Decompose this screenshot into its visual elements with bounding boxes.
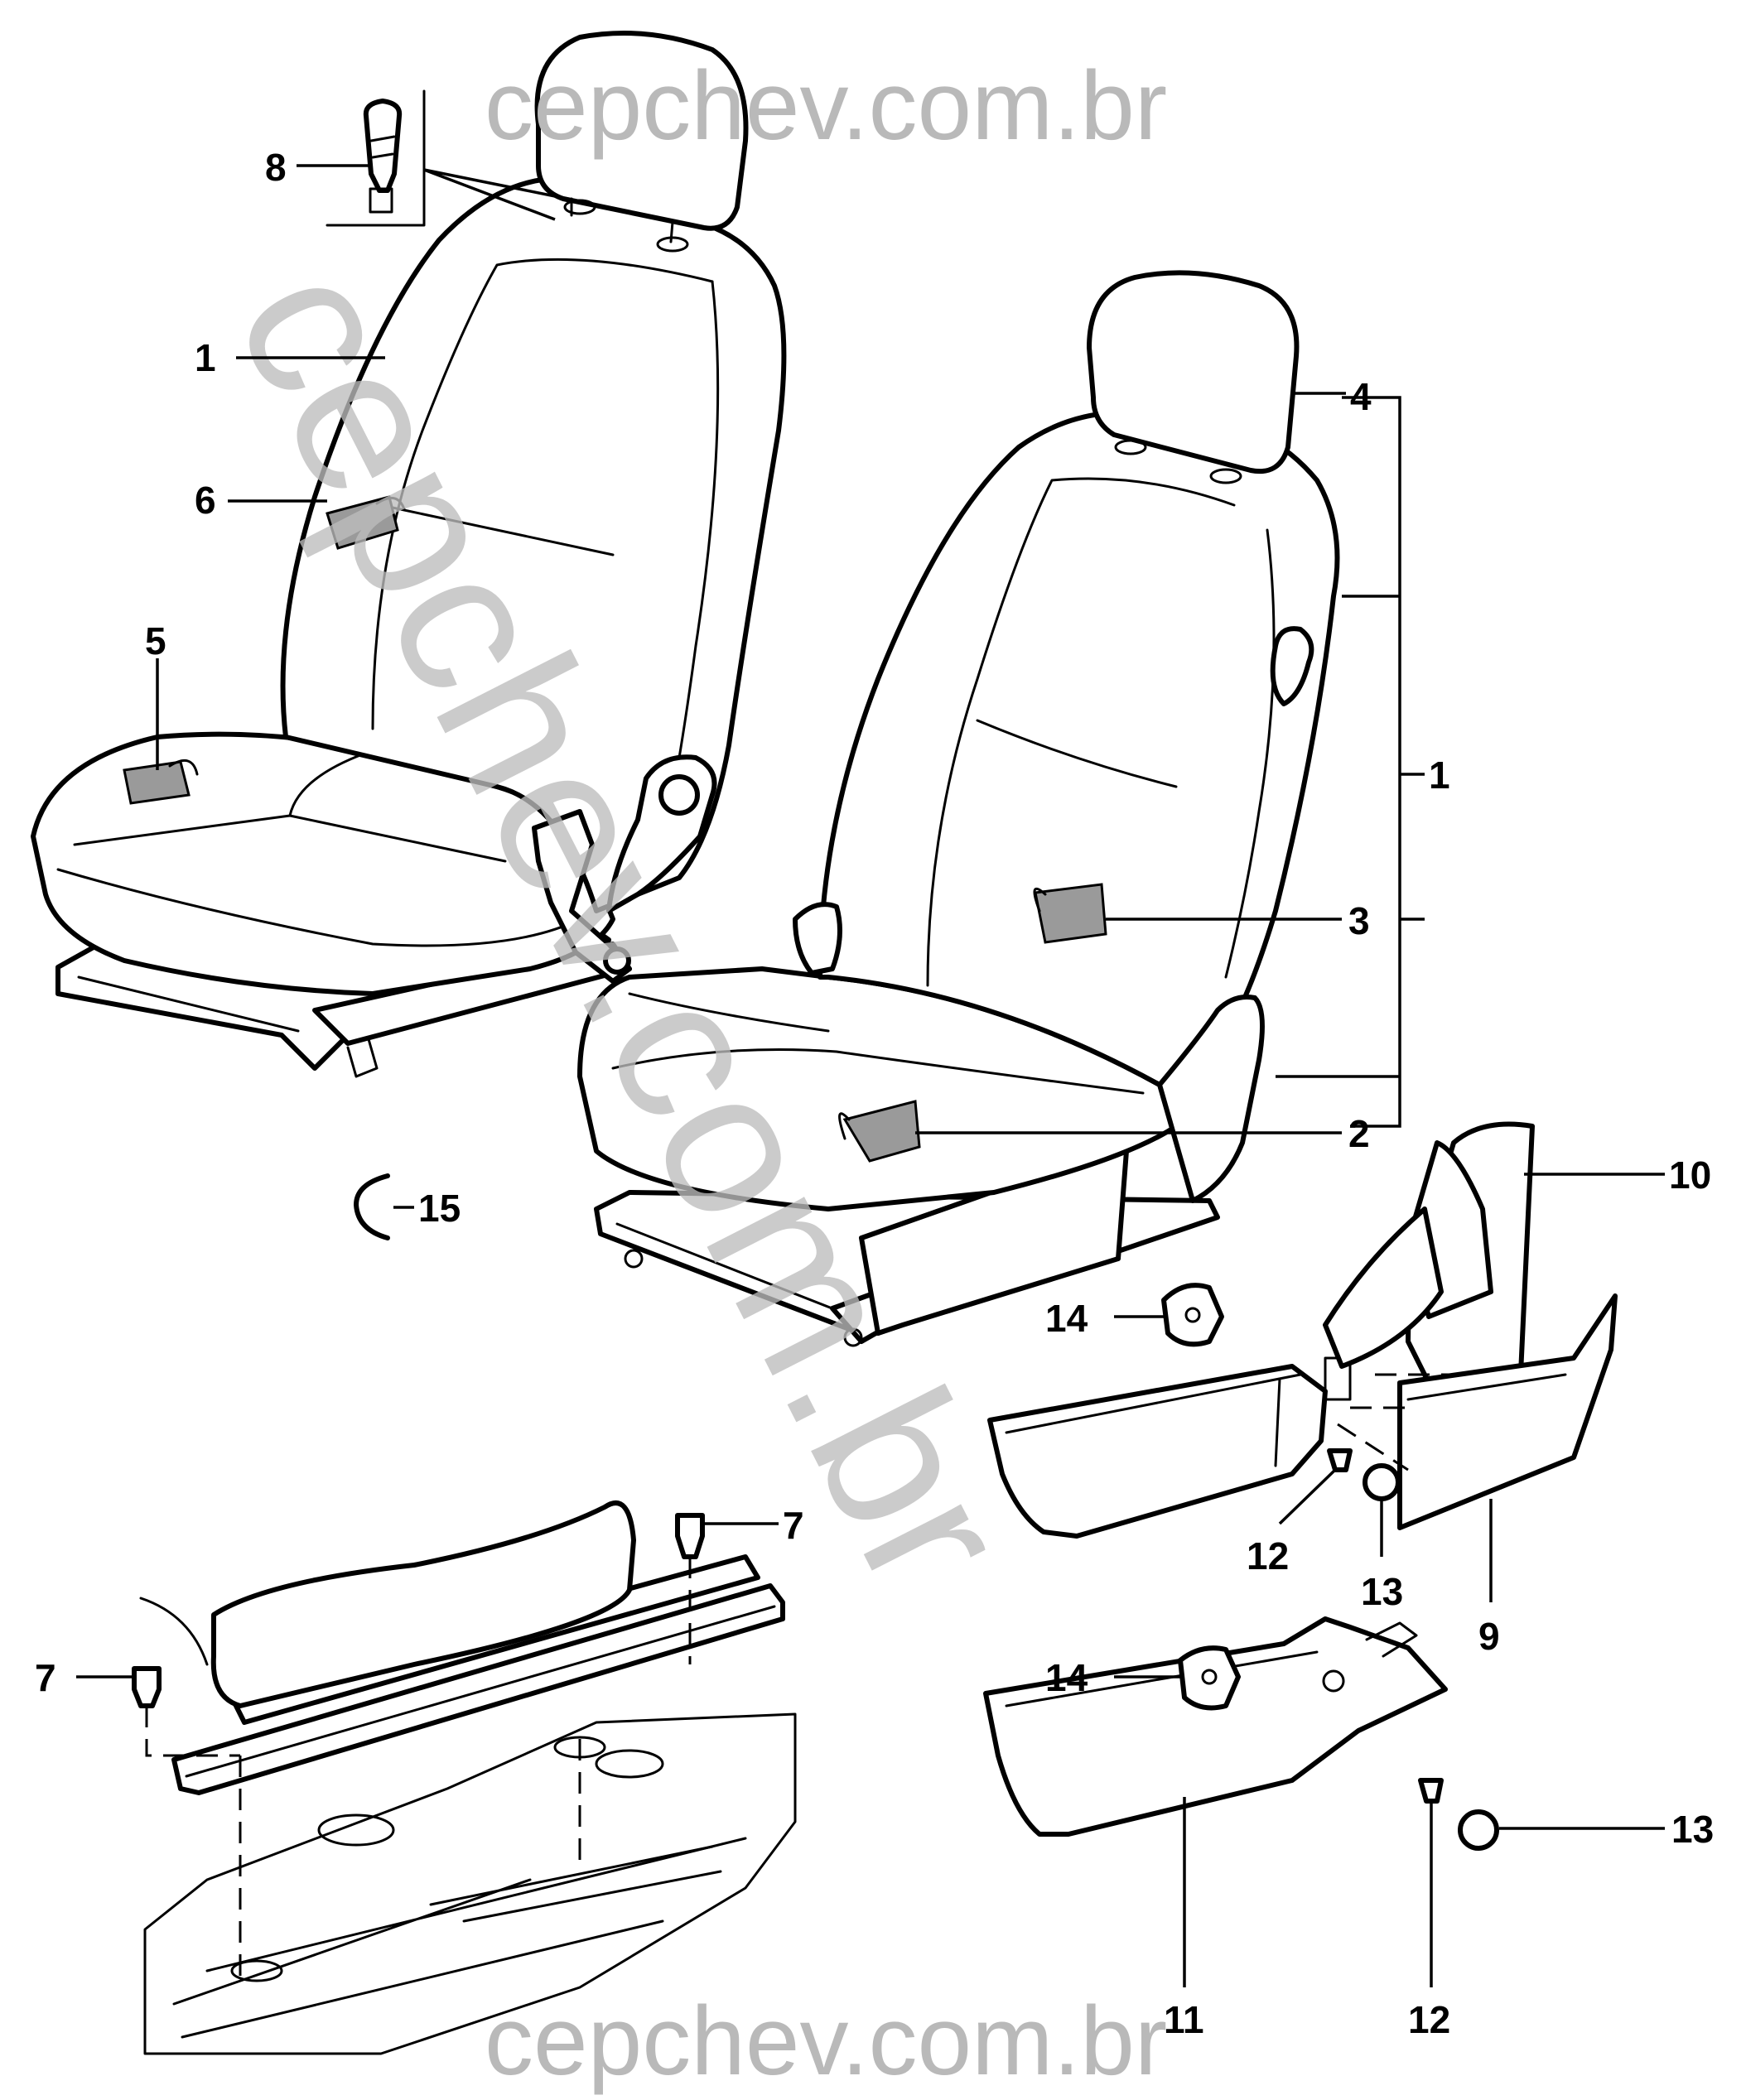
- knob-13-lower: [1458, 1809, 1499, 1851]
- inset-bolt-left: [132, 1666, 162, 1708]
- left-seat-belt-buckle: [532, 809, 632, 984]
- right-seat-assembly: [577, 270, 1340, 1347]
- callout-10: 10: [1669, 1154, 1711, 1197]
- callout-15: 15: [418, 1187, 461, 1230]
- trim-part-9: [1397, 1293, 1618, 1530]
- callout-14-upper: 14: [1045, 1297, 1088, 1340]
- callout-8: 8: [265, 146, 287, 189]
- watermark-top: cepchev.com.br: [485, 51, 1167, 161]
- inset-rail: [171, 1583, 785, 1795]
- callout-7-top: 7: [783, 1504, 804, 1547]
- callout-14-lower: 14: [1045, 1656, 1088, 1699]
- callout-3: 3: [1348, 899, 1370, 942]
- right-seat-bolster: [1157, 995, 1265, 1203]
- right-seat-label-3: [1034, 883, 1107, 944]
- floor-mounting-inset: [132, 1500, 797, 2055]
- screw-12-upper: [1327, 1448, 1353, 1472]
- right-seat-label-2: [842, 1100, 921, 1163]
- lower-trim-exploded: [983, 1616, 1499, 1851]
- callout-1-right: 1: [1429, 754, 1450, 797]
- knob-13-upper: [1363, 1463, 1401, 1501]
- pin-part-8: [363, 99, 403, 214]
- callout-11: 11: [1164, 1998, 1204, 2041]
- pin-detail-box: [326, 89, 426, 227]
- left-seat-label-6: [326, 495, 399, 550]
- callout-5: 5: [145, 619, 166, 662]
- callout-7-left: 7: [35, 1656, 56, 1699]
- callout-2: 2: [1348, 1112, 1370, 1155]
- leader-12-upper: [1278, 1468, 1337, 1525]
- left-seat-backrest: [280, 176, 787, 913]
- left-seat-label-5: [123, 760, 191, 805]
- upper-trim-exploded: [987, 1121, 1618, 1539]
- left-seat-assembly: [31, 31, 787, 1078]
- right-seat-backrest: [818, 410, 1340, 1087]
- right-seat-hook: [1270, 626, 1314, 706]
- callout-13-lower: 13: [1671, 1808, 1714, 1851]
- right-seat-belt-buckle: [793, 902, 842, 975]
- callout-13-upper: 13: [1361, 1570, 1403, 1613]
- callout-12-upper: 12: [1247, 1534, 1289, 1577]
- callout-12-lower: 12: [1408, 1998, 1450, 2041]
- inset-bolt-top: [675, 1513, 705, 1559]
- pin-to-headrest-leaders: [423, 168, 568, 221]
- right-bracket: [1276, 396, 1425, 1128]
- callout-6: 6: [195, 479, 216, 522]
- right-seat-headrest: [1087, 270, 1300, 474]
- callout-1-left: 1: [195, 336, 216, 379]
- callout-4: 4: [1350, 375, 1372, 418]
- inset-cushion: [210, 1500, 636, 1708]
- clip-14-lower: [1178, 1645, 1241, 1711]
- screw-12-lower: [1418, 1778, 1444, 1804]
- callout-9: 9: [1478, 1615, 1500, 1658]
- watermark-bottom: cepchev.com.br: [485, 1987, 1167, 2096]
- clip-14-upper: [1161, 1283, 1224, 1347]
- ring-part-15: [354, 1173, 390, 1240]
- trim-upper-long: [987, 1364, 1328, 1539]
